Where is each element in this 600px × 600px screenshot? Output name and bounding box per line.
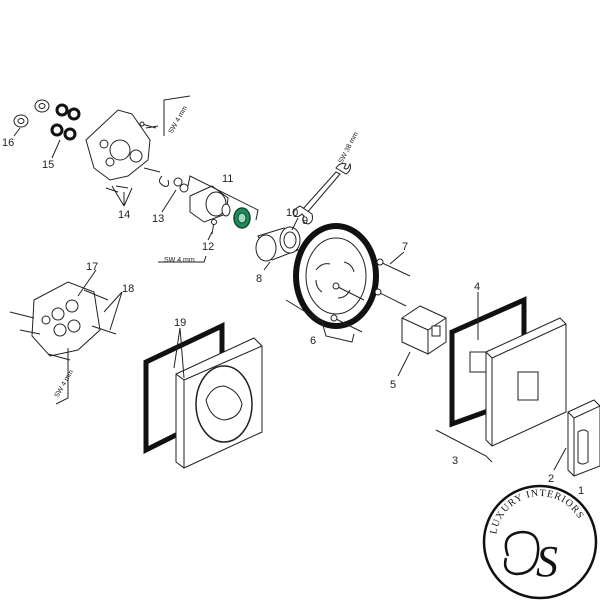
- leader-lines: [13, 127, 567, 471]
- part-13-clip: [158, 175, 189, 193]
- part-label-3: 3: [452, 455, 458, 467]
- part-10-wrench-icon: [293, 162, 351, 225]
- luxury-interiors-logo: LUXURY INTERIORS S: [482, 484, 598, 600]
- sw4-top-label: SW 4 mm: [168, 105, 190, 135]
- part-label-11: 11: [222, 173, 233, 185]
- part-label-2: 2: [548, 473, 554, 485]
- sw38-label: SW 38 mm: [338, 131, 361, 165]
- part-label-5: 5: [390, 379, 396, 391]
- part-6-mounting-plate: [285, 223, 379, 343]
- part-label-6: 6: [310, 335, 316, 347]
- part-2-lever-handle: [567, 399, 600, 477]
- part-label-19: 19: [174, 317, 186, 329]
- sw4-mid-label: SW 4 mm: [164, 257, 195, 264]
- part-label-8: 8: [256, 273, 262, 285]
- logo-swirl-icon: [503, 530, 540, 576]
- sw4-tool-bracket: [158, 255, 207, 263]
- sw4-left-bracket: [55, 348, 69, 405]
- part-19-frame: [143, 322, 263, 469]
- part-label-7: 7: [402, 241, 408, 253]
- sw4-top-bracket: [163, 95, 191, 136]
- part-16-seal: [13, 99, 50, 128]
- part-label-1: 1: [578, 485, 584, 497]
- part-label-16: 16: [2, 137, 14, 149]
- part-label-13: 13: [152, 213, 164, 225]
- cartridge-nut-icon: [233, 207, 251, 229]
- part-14-valve-body: [85, 109, 161, 193]
- part-label-14: 14: [118, 209, 130, 221]
- part-label-17: 17: [86, 261, 98, 273]
- screw-icon: [139, 121, 157, 129]
- part-15-o-rings: [50, 103, 81, 141]
- logo-monogram: S: [536, 537, 558, 586]
- part-3-cover-plate: [435, 317, 567, 463]
- part-label-12: 12: [202, 241, 214, 253]
- part-7-screws: [330, 258, 411, 333]
- part-8-sleeve: [255, 226, 301, 262]
- part-label-9: 9: [302, 215, 308, 227]
- sw4-left-label: SW 4 mm: [54, 369, 76, 399]
- part-label-4: 4: [474, 281, 480, 293]
- part-11-cartridge: [187, 175, 259, 223]
- part-label-15: 15: [42, 159, 54, 171]
- part-5-handle-adapter: [401, 305, 447, 355]
- part-12-screw: [211, 219, 217, 235]
- part-label-18: 18: [122, 283, 134, 295]
- part-label-10: 10: [286, 207, 298, 219]
- part-17-rough-in-body: [9, 281, 117, 361]
